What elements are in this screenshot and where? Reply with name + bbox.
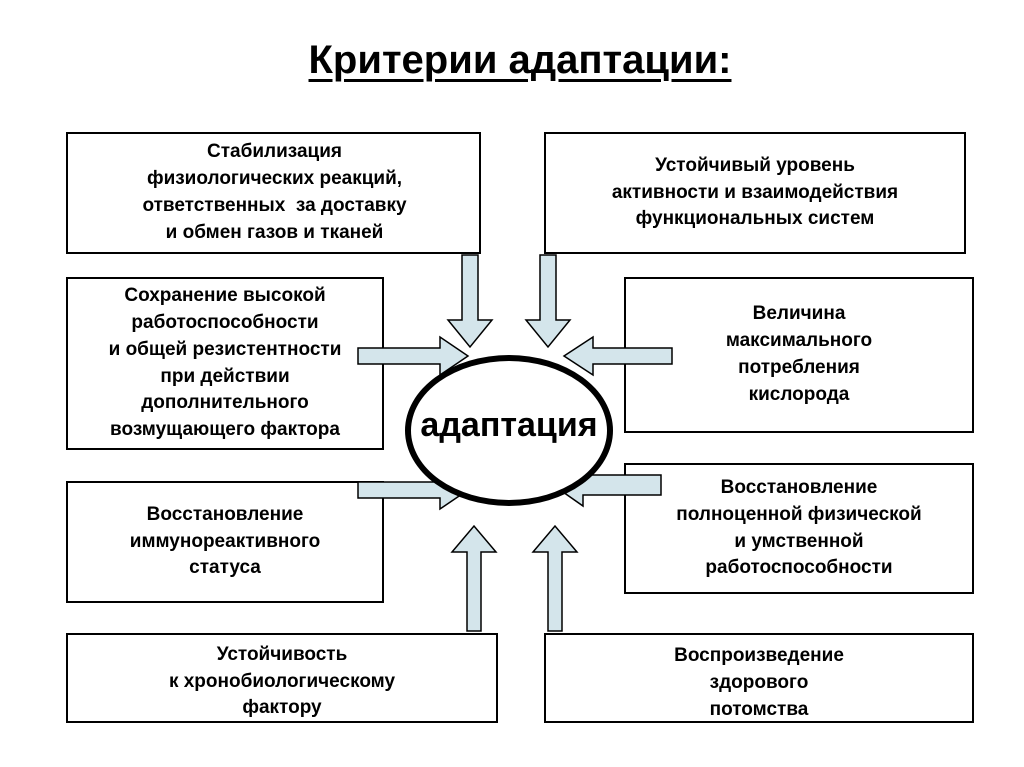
criterion-box-immunoreactive: Восстановление иммунореактивного статуса: [66, 481, 384, 603]
criterion-box-offspring: Воспроизведение здорового потомства: [544, 633, 974, 723]
center-adaptation-ellipse: адаптация: [405, 355, 613, 506]
center-label: адаптация: [420, 406, 598, 444]
arrow-left-upper: [562, 335, 673, 377]
arrow-down-left: [446, 254, 494, 349]
criterion-box-functional-systems: Устойчивый уровень активности и взаимоде…: [544, 132, 966, 254]
arrow-down-right: [524, 254, 572, 349]
arrow-up-left: [450, 524, 498, 632]
criterion-box-recovery: Восстановление полноценной физической и …: [624, 463, 974, 594]
criterion-box-work-capacity: Сохранение высокой работоспособности и о…: [66, 277, 384, 450]
criterion-box-gas-exchange: Стабилизация физиологических реакций, от…: [66, 132, 481, 254]
arrow-up-right: [531, 524, 579, 632]
criterion-box-oxygen-uptake: Величина максимального потребления кисло…: [624, 277, 974, 433]
criterion-box-chronobiological: Устойчивость к хронобиологическому факто…: [66, 633, 498, 723]
diagram-title: Критерии адаптации:: [308, 38, 732, 82]
